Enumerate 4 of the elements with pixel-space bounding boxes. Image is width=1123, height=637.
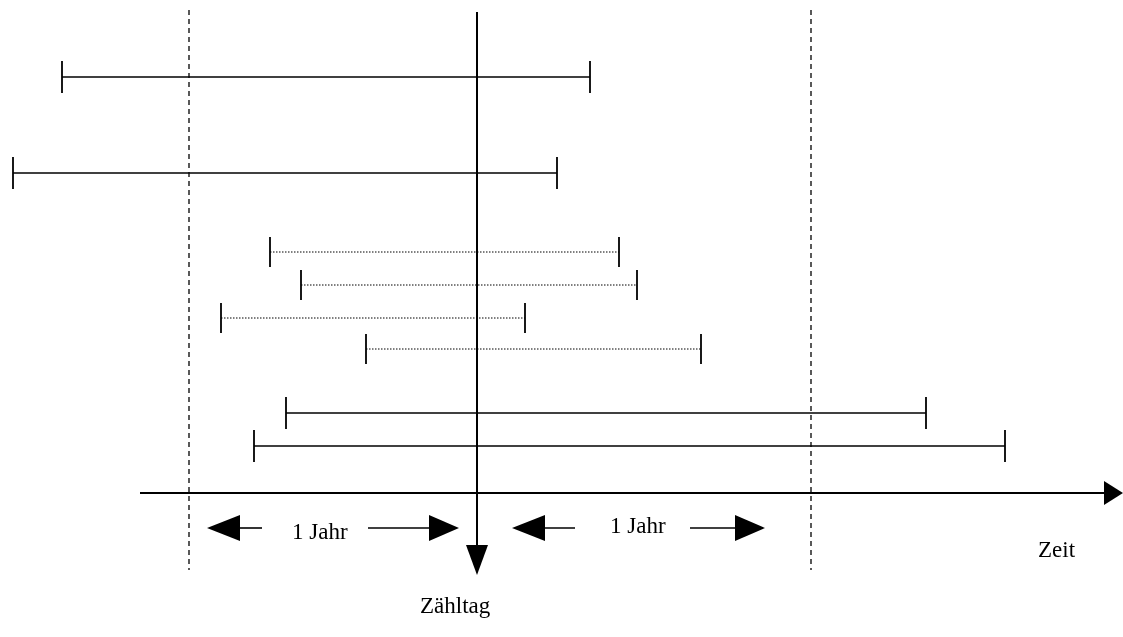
- axis-label: Zeit: [1038, 538, 1076, 561]
- axis-label: 1 Jahr: [292, 520, 348, 543]
- axis-label: 1 Jahr: [610, 514, 666, 537]
- axis-label: Zähltag: [420, 594, 491, 617]
